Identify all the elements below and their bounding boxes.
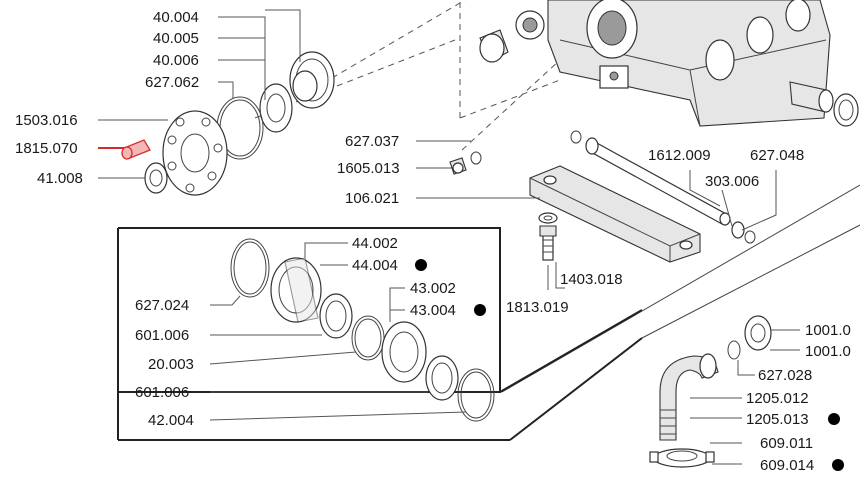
callout-42.004[interactable]: 42.004 (148, 412, 194, 429)
elbow-fitting (649, 315, 772, 468)
callout-43.002[interactable]: 43.002 (410, 280, 456, 297)
callout-1605.013[interactable]: 1605.013 (337, 160, 400, 177)
black-dot-icon (828, 413, 840, 425)
callout-44.004[interactable]: 44.004 (352, 257, 398, 274)
spacer-ring (259, 83, 293, 133)
callout-1612.009[interactable]: 1612.009 (648, 147, 711, 164)
callout-1403.018[interactable]: 1403.018 (560, 271, 623, 288)
callout-1001.0-a[interactable]: 1001.0 (805, 322, 851, 339)
callout-627.048[interactable]: 627.048 (750, 147, 804, 164)
callout-609.011[interactable]: 609.011 (760, 435, 813, 452)
callout-106.021[interactable]: 106.021 (345, 190, 399, 207)
callout-40.004[interactable]: 40.004 (153, 9, 199, 26)
callout-1205.012[interactable]: 1205.012 (746, 390, 809, 407)
seal-ring-small (144, 162, 168, 194)
callout-1001.0-b[interactable]: 1001.0 (805, 343, 851, 360)
bearing (289, 51, 335, 109)
callout-43.004[interactable]: 43.004 (410, 302, 456, 319)
callout-41.008[interactable]: 41.008 (37, 170, 83, 187)
callout-40.005[interactable]: 40.005 (153, 30, 199, 47)
sleeve-parts (789, 81, 859, 127)
callout-627.024[interactable]: 627.024 (135, 297, 189, 314)
pump-housing (479, 0, 831, 127)
leader-lines (98, 9, 800, 465)
callout-40.006[interactable]: 40.006 (153, 52, 199, 69)
small-oring-and-plug (449, 151, 482, 175)
bolt-with-washer (538, 212, 558, 261)
callout-609.014[interactable]: 609.014 (760, 457, 814, 474)
callout-627.037[interactable]: 627.037 (345, 133, 399, 150)
black-dot-icon (832, 459, 844, 471)
inset-parts (230, 238, 495, 422)
callout-1815.070-selected[interactable]: 1815.070 (15, 140, 78, 157)
flange-cover (162, 110, 228, 196)
bracket (529, 165, 701, 263)
callout-44.002[interactable]: 44.002 (352, 235, 398, 252)
callout-1503.016[interactable]: 1503.016 (15, 112, 78, 129)
black-dot-icon (415, 259, 427, 271)
highlighted-screw (121, 139, 151, 160)
callout-601.006-a[interactable]: 601.006 (135, 327, 189, 344)
callout-627.028[interactable]: 627.028 (758, 367, 812, 384)
callout-627.062[interactable]: 627.062 (145, 74, 199, 91)
inset-frame (117, 227, 643, 441)
black-dot-icon (474, 304, 486, 316)
callout-303.006[interactable]: 303.006 (705, 173, 759, 190)
callout-1205.013[interactable]: 1205.013 (746, 411, 809, 428)
callout-1813.019[interactable]: 1813.019 (506, 299, 569, 316)
callout-labels: 40.004 40.005 40.006 627.062 1503.016 18… (15, 9, 851, 474)
callout-601.006-b[interactable]: 601.006 (135, 384, 189, 401)
callout-20.003[interactable]: 20.003 (148, 356, 194, 373)
